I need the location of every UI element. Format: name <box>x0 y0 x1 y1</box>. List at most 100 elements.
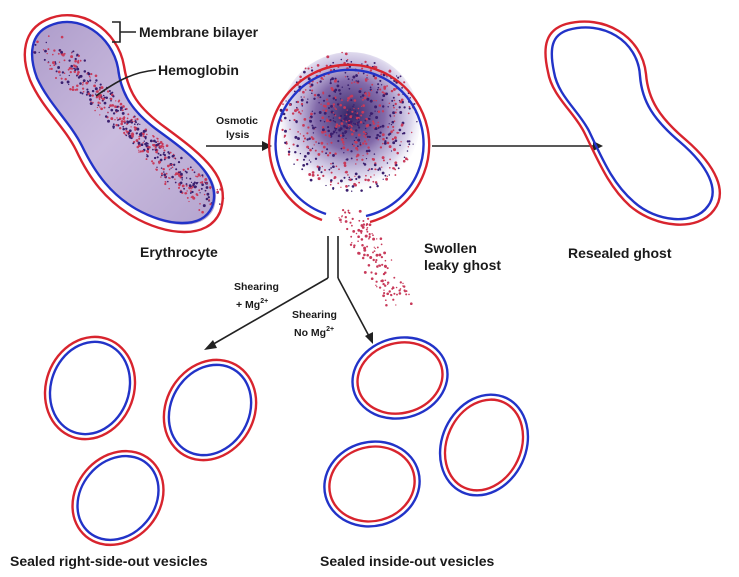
hemoglobin-dot <box>373 259 375 261</box>
hemoglobin-dot <box>386 292 389 295</box>
hemoglobin-dot <box>319 80 321 82</box>
hemoglobin-dot <box>387 267 389 269</box>
hemoglobin-dot <box>355 129 357 131</box>
hemoglobin-dot <box>382 294 385 297</box>
hemoglobin-dot <box>365 133 367 135</box>
hemoglobin-dot <box>133 116 135 118</box>
hemoglobin-dot <box>360 121 363 124</box>
hemoglobin-dot <box>84 70 87 73</box>
hemoglobin-dot <box>338 89 341 92</box>
hemoglobin-dot <box>396 75 397 76</box>
hemoglobin-dot <box>97 107 98 108</box>
hemoglobin-dot <box>381 264 383 266</box>
hemoglobin-dot <box>363 249 366 252</box>
hemoglobin-dot <box>353 104 355 106</box>
hemoglobin-dot <box>163 148 164 149</box>
hemoglobin-dot <box>330 80 332 82</box>
hemoglobin-dot <box>150 140 153 143</box>
hemoglobin-dot <box>204 194 205 195</box>
hemoglobin-dot <box>64 59 66 61</box>
hemoglobin-dot <box>131 121 133 123</box>
hemoglobin-dot <box>330 179 333 182</box>
hemoglobin-dot <box>306 146 309 149</box>
hemoglobin-dot <box>351 126 353 128</box>
hemoglobin-dot <box>57 66 60 69</box>
hemoglobin-dot <box>332 154 335 157</box>
hemoglobin-dot <box>402 133 404 135</box>
hemoglobin-dot <box>311 92 313 94</box>
hemoglobin-dot <box>217 189 218 190</box>
hemoglobin-dot <box>181 177 183 179</box>
hemoglobin-dot <box>391 259 393 261</box>
hemoglobin-dot <box>281 120 283 122</box>
hemoglobin-dot <box>302 110 303 111</box>
hemoglobin-dot <box>382 125 385 128</box>
hemoglobin-dot <box>361 67 363 69</box>
hemoglobin-dot <box>390 116 391 117</box>
hemoglobin-dot <box>375 272 378 275</box>
hemoglobin-dot <box>376 238 377 239</box>
hemoglobin-dot <box>136 128 139 131</box>
hemoglobin-dot <box>35 44 37 46</box>
hemoglobin-dot <box>82 87 84 89</box>
hemoglobin-dot <box>382 143 383 144</box>
hemoglobin-dot <box>367 79 368 80</box>
hemoglobin-dot <box>367 136 369 138</box>
hemoglobin-dot <box>339 93 341 95</box>
hemoglobin-dot <box>372 251 374 253</box>
hemoglobin-dot <box>122 109 124 111</box>
hemoglobin-dot <box>154 148 155 149</box>
hemoglobin-dot <box>349 222 351 224</box>
hemoglobin-dot <box>166 173 168 175</box>
hemoglobin-dot <box>356 159 358 161</box>
hemoglobin-dot <box>333 177 335 179</box>
hemoglobin-dot <box>347 84 349 86</box>
hemoglobin-dot <box>196 193 198 195</box>
hemoglobin-dot <box>347 59 348 60</box>
hemoglobin-dot <box>59 61 60 62</box>
inside-out-vesicle <box>424 380 544 510</box>
hemoglobin-dot <box>190 166 192 168</box>
hemoglobin-dot <box>300 133 301 134</box>
hemoglobin-dot <box>157 140 159 142</box>
hemoglobin-dot <box>345 72 347 74</box>
hemoglobin-dot <box>382 99 384 101</box>
hemoglobin-dot <box>296 101 298 103</box>
hemoglobin-dot <box>159 143 160 144</box>
hemoglobin-dot <box>372 120 374 122</box>
hemoglobin-dot <box>366 124 369 127</box>
hemoglobin-dot <box>408 294 410 296</box>
hemoglobin-dot <box>371 84 373 86</box>
hemoglobin-dot <box>323 100 325 102</box>
hemoglobin-dot <box>340 98 341 99</box>
hemoglobin-dot <box>288 153 290 155</box>
hemoglobin-dot <box>82 93 84 95</box>
hemoglobin-dot <box>384 175 386 177</box>
hemoglobin-dot <box>354 99 357 102</box>
hemoglobin-dot <box>43 49 44 50</box>
hemoglobin-dot <box>83 79 86 82</box>
hemoglobin-dot <box>361 238 364 241</box>
hemoglobin-dot <box>186 185 188 187</box>
hemoglobin-dot <box>306 163 308 165</box>
hemoglobin-dot <box>346 228 348 230</box>
hemoglobin-dot <box>407 140 409 142</box>
hemoglobin-dot <box>281 129 283 131</box>
hemoglobin-dot <box>304 155 307 158</box>
hemoglobin-dot <box>147 151 149 153</box>
hemoglobin-dot <box>127 113 129 115</box>
hemoglobin-dot <box>365 136 367 138</box>
hemoglobin-dot <box>47 48 49 50</box>
hemoglobin-dot <box>47 53 48 54</box>
hemoglobin-dot <box>305 89 307 91</box>
hemoglobin-dot <box>357 240 359 242</box>
hemoglobin-dot <box>388 290 390 292</box>
hemoglobin-dot <box>168 156 171 159</box>
hemoglobin-dot <box>342 141 345 144</box>
hemoglobin-dot <box>282 103 284 105</box>
hemoglobin-dot <box>309 149 312 152</box>
hemoglobin-dot <box>72 86 74 88</box>
hemoglobin-dot <box>369 93 371 95</box>
hemoglobin-dot <box>303 141 305 143</box>
hemoglobin-dot <box>335 130 336 131</box>
